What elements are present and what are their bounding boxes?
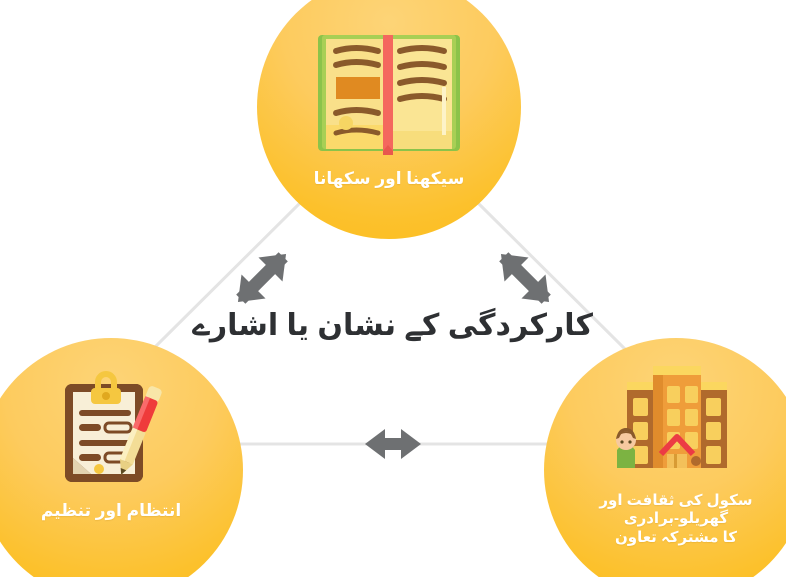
arrow-administration-culture (365, 429, 421, 459)
node-learning-label: سیکھنا اور سکھانا (313, 169, 465, 188)
node-culture-label-line-1: سکول کی ثقافت اور (599, 492, 753, 509)
node-administration-and-organization[interactable]: انتظام اور تنظیم (0, 338, 243, 577)
open-book-icon (316, 33, 462, 155)
center-caption: کارکردگی کے نشان یا اشارے (192, 309, 593, 342)
connector-line-learning-administration (148, 201, 302, 354)
school-building-icon (613, 362, 739, 484)
node-culture-label-line-2: گھریلو-برادری (623, 510, 729, 528)
node-administration-label: انتظام اور تنظیم (40, 501, 182, 520)
connector-line-learning-culture (476, 201, 630, 354)
arrow-learning-administration (236, 252, 288, 304)
node-culture-label: سکول کی ثقافت اور گھریلو-برادری کا مشترک… (599, 492, 752, 547)
node-learning-and-teaching[interactable]: سیکھنا اور سکھانا (257, 0, 521, 239)
node-school-culture-and-community[interactable]: سکول کی ثقافت اور گھریلو-برادری کا مشترک… (544, 338, 786, 577)
node-culture-label-line-3: کا مشترکہ تعاون (614, 528, 738, 546)
clipboard-pen-icon (51, 368, 171, 488)
arrow-learning-culture (499, 252, 551, 304)
